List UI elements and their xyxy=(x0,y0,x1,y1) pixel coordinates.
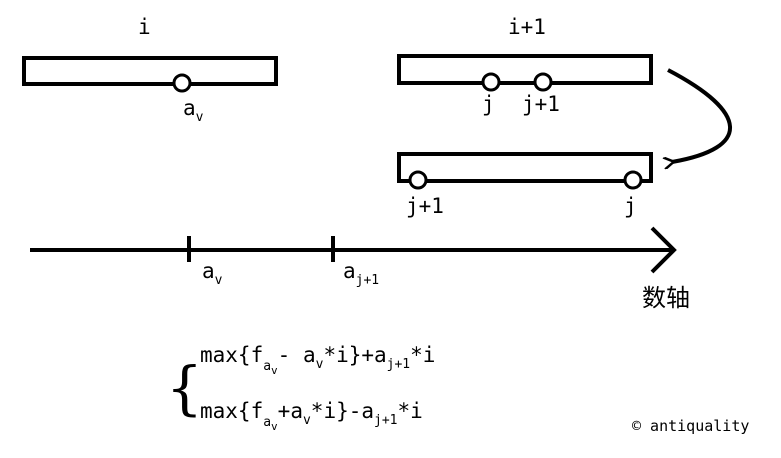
curved-arrow xyxy=(668,68,732,162)
point-av xyxy=(172,73,192,93)
point-j1-top-label: j+1 xyxy=(522,92,560,116)
axis-arrowhead xyxy=(650,226,677,274)
formula-brace: { xyxy=(166,354,203,422)
block-i-rect xyxy=(22,56,278,86)
axis-tick-aj1-label: aj+1 xyxy=(343,259,379,288)
block-i-label: i xyxy=(138,15,151,39)
point-j-top-label: j xyxy=(482,92,495,116)
point-j1-bottom-label: j+1 xyxy=(406,194,444,218)
axis-name: 数轴 xyxy=(642,284,690,312)
block-i: i av xyxy=(22,15,278,125)
axis-tick-av-label: av xyxy=(202,259,223,288)
block-i-plus-1-rect xyxy=(397,54,653,85)
formula-line-2: max{fav+av*i}-aj+1*i xyxy=(200,399,423,433)
block-reordered: j+1 j xyxy=(397,152,653,218)
formula-line-1: max{fav- av*i}+aj+1*i xyxy=(200,343,435,377)
watermark: © antiquality xyxy=(632,417,749,435)
formula: { max{fav- av*i}+aj+1*i max{fav+av*i}-aj… xyxy=(166,343,435,433)
point-j-bottom xyxy=(623,170,643,190)
point-av-label: av xyxy=(183,96,204,125)
number-axis: av aj+1 数轴 xyxy=(30,226,690,312)
block-i-plus-1: i+1 j j+1 xyxy=(397,15,653,116)
point-j-bottom-label: j xyxy=(624,194,637,218)
point-j1-bottom xyxy=(408,170,428,190)
point-j-top xyxy=(481,72,501,92)
block-reordered-rect xyxy=(397,152,653,183)
block-i-plus-1-label: i+1 xyxy=(508,15,546,39)
point-j1-top xyxy=(533,72,553,92)
